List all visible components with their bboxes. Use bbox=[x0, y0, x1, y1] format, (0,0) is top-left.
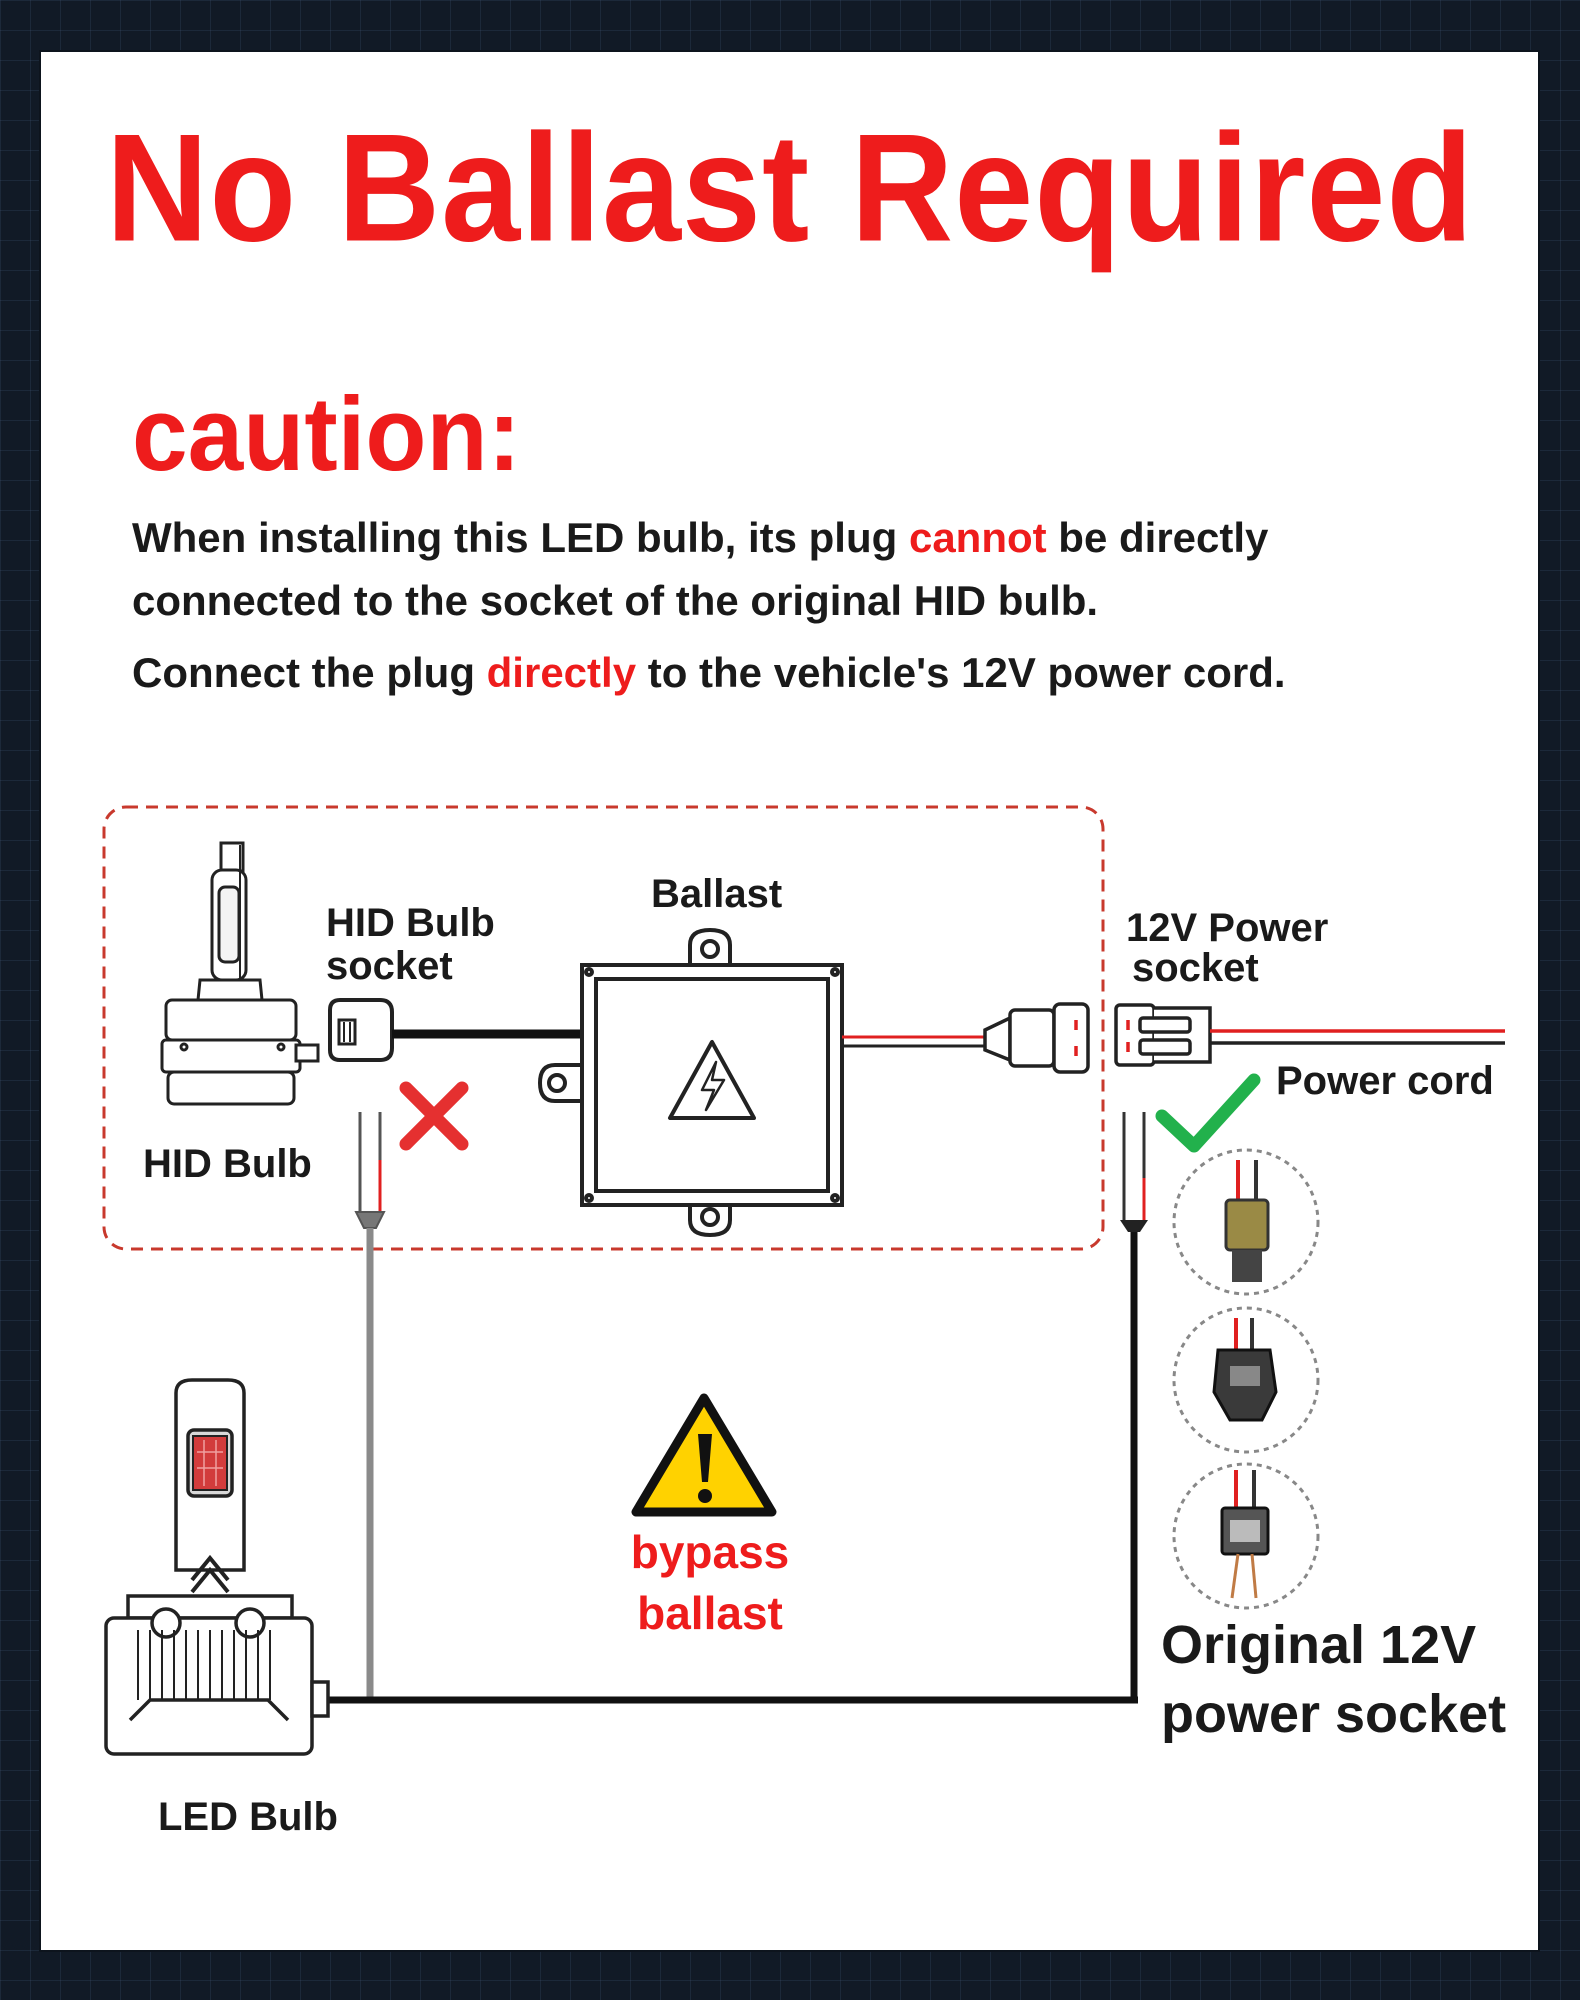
page-title: No Ballast Required bbox=[105, 102, 1475, 274]
led-plug-pigtail-left bbox=[354, 1112, 386, 1703]
caution-line-1: When installing this LED bulb, its plug … bbox=[132, 514, 1269, 561]
caution-line-3: Connect the plug directly to the vehicle… bbox=[132, 649, 1286, 696]
ballast-label: Ballast bbox=[651, 872, 783, 916]
connector-photo-icon bbox=[1172, 1462, 1320, 1610]
power-cord-label: Power cord bbox=[1276, 1059, 1494, 1103]
power-socket-label-1: 12V Power bbox=[1126, 906, 1329, 950]
power-socket-icon bbox=[1114, 1003, 1212, 1067]
connector-photo-icon bbox=[1172, 1148, 1320, 1296]
caution-cannot: cannot bbox=[908, 514, 1047, 561]
caution-directly: directly bbox=[486, 649, 637, 696]
power-socket-label-2: socket bbox=[1132, 946, 1259, 990]
hid-socket-icon bbox=[328, 998, 582, 1062]
high-voltage-icon bbox=[668, 1040, 756, 1120]
connector-photo-icon bbox=[1172, 1306, 1320, 1454]
hid-socket-label-2: socket bbox=[326, 944, 453, 988]
bypass-label-1: bypass bbox=[630, 1526, 790, 1578]
hid-bulb-icon bbox=[160, 841, 320, 1106]
original-setup-region bbox=[102, 805, 1105, 1251]
caution-line-2: connected to the socket of the original … bbox=[132, 577, 1099, 624]
ballast-output-wire bbox=[842, 1035, 985, 1048]
original-socket-label-1: Original 12V bbox=[1161, 1615, 1477, 1675]
power-cord-wire bbox=[1210, 1029, 1505, 1045]
led-bulb-label: LED Bulb bbox=[158, 1795, 338, 1839]
warning-icon bbox=[631, 1393, 777, 1517]
cross-mark-icon bbox=[396, 1078, 472, 1154]
original-socket-label-2: power socket bbox=[1161, 1684, 1507, 1744]
led-plug-pigtail-right bbox=[1120, 1112, 1148, 1703]
ballast-plug-icon bbox=[983, 1002, 1090, 1074]
hid-bulb-label: HID Bulb bbox=[143, 1142, 312, 1186]
check-mark-icon bbox=[1155, 1073, 1261, 1153]
bypass-label-2: ballast bbox=[637, 1587, 783, 1639]
caution-heading: caution: bbox=[132, 375, 521, 494]
hid-socket-label-1: HID Bulb bbox=[326, 901, 495, 945]
led-bulb-icon bbox=[104, 1378, 330, 1756]
